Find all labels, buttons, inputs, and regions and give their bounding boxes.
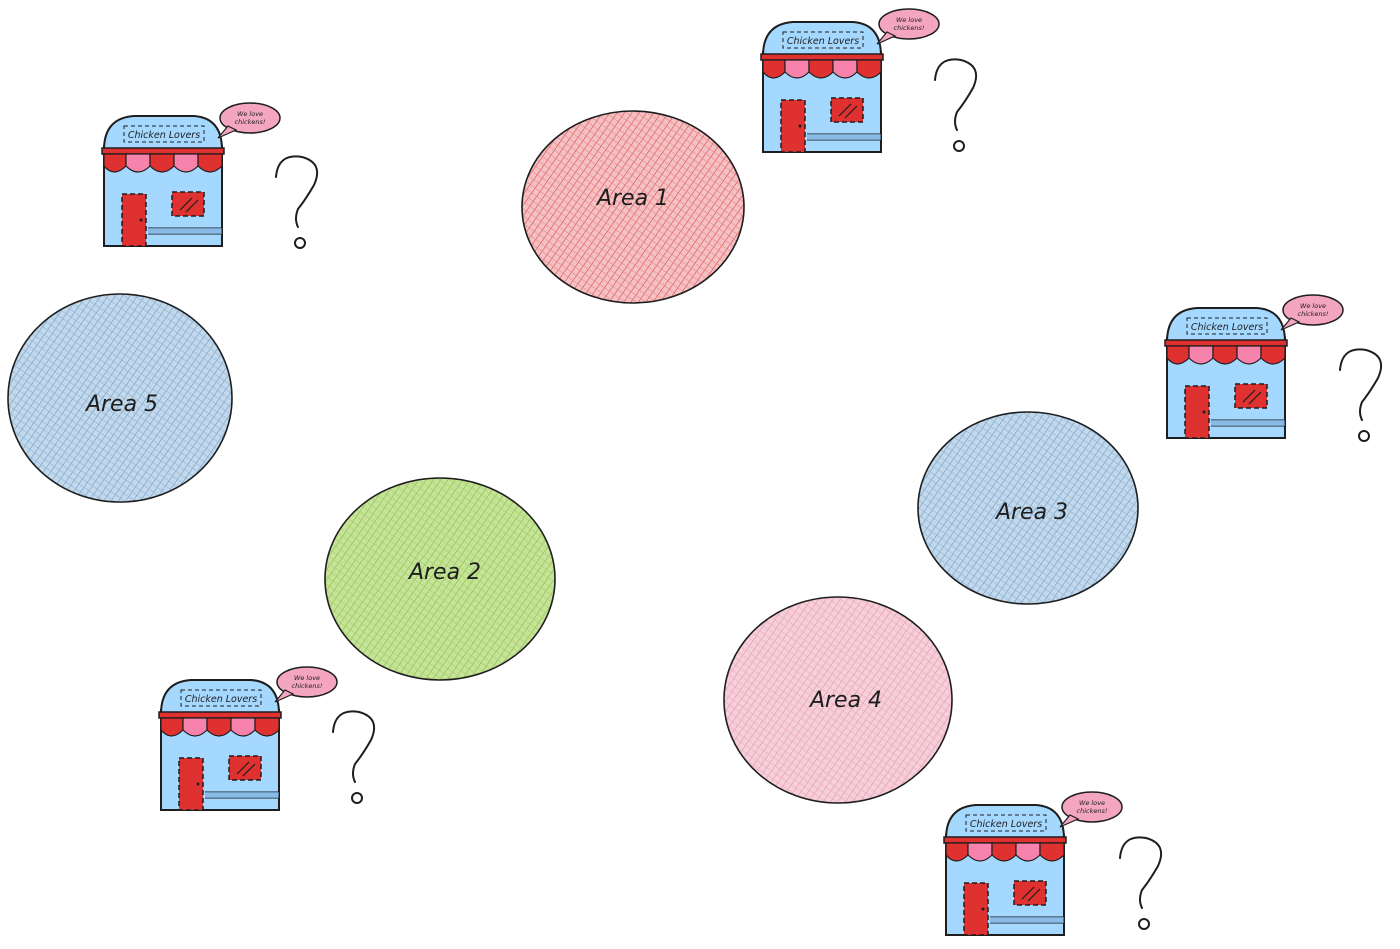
store-1-bubble-line2: chickens! bbox=[235, 118, 266, 126]
area-5-label: Area 5 bbox=[84, 392, 158, 417]
area-3: Area 3 bbox=[917, 411, 1139, 605]
store-2: Chicken Lovers We love chickens! bbox=[760, 8, 940, 153]
store-4-bubble-line2: chickens! bbox=[292, 682, 323, 690]
store-2-bubble-line1: We love bbox=[896, 16, 922, 24]
question-mark-4 bbox=[332, 710, 376, 804]
area-4: Area 4 bbox=[723, 596, 953, 804]
question-mark-3 bbox=[1339, 348, 1383, 442]
question-mark-2 bbox=[934, 58, 978, 152]
store-3-bubble-line1: We love bbox=[1300, 302, 1326, 310]
store-4-bubble-line1: We love bbox=[294, 674, 320, 682]
question-mark-1 bbox=[275, 155, 319, 249]
area-5: Area 5 bbox=[7, 293, 233, 503]
store-4-sign: Chicken Lovers bbox=[185, 694, 257, 705]
question-mark-5 bbox=[1119, 836, 1163, 930]
store-5-bubble-line2: chickens! bbox=[1077, 807, 1108, 815]
store-3-sign: Chicken Lovers bbox=[1191, 322, 1263, 333]
store-3-bubble-line2: chickens! bbox=[1298, 310, 1329, 318]
store-2-bubble-line2: chickens! bbox=[894, 24, 925, 32]
area-2: Area 2 bbox=[324, 477, 556, 681]
area-4-label: Area 4 bbox=[808, 688, 882, 713]
store-1-bubble-line1: We love bbox=[237, 110, 263, 118]
area-1-label: Area 1 bbox=[595, 186, 669, 211]
store-5-sign: Chicken Lovers bbox=[970, 819, 1042, 830]
store-3: Chicken Lovers We love chickens! bbox=[1164, 294, 1344, 439]
store-5-bubble-line1: We love bbox=[1079, 799, 1105, 807]
area-3-label: Area 3 bbox=[994, 500, 1068, 525]
area-2-label: Area 2 bbox=[407, 560, 481, 585]
store-5: Chicken Lovers We love chickens! bbox=[943, 791, 1123, 936]
store-1-sign: Chicken Lovers bbox=[128, 130, 200, 141]
store-4: Chicken Lovers We love chickens! bbox=[158, 666, 338, 811]
store-2-sign: Chicken Lovers bbox=[787, 36, 859, 47]
area-1: Area 1 bbox=[521, 110, 745, 304]
store-1: Chicken Lovers We love chickens! bbox=[101, 102, 281, 247]
